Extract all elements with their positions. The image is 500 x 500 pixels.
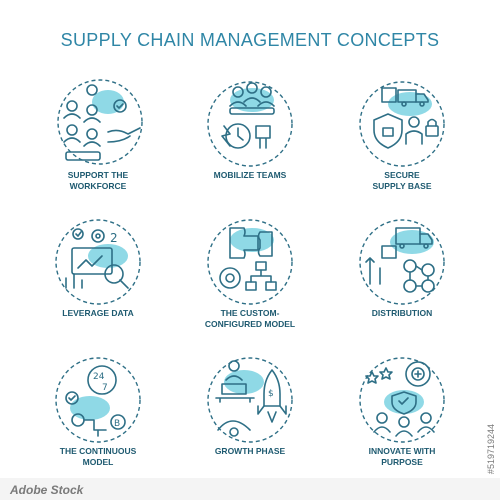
concept-secure-supply: SECURE SUPPLY BASE — [326, 70, 478, 208]
bitcoin-glyph: B — [114, 419, 120, 429]
concept-innovate-purpose: INNOVATE WITH PURPOSE — [326, 346, 478, 484]
page-title: SUPPLY CHAIN MANAGEMENT CONCEPTS — [60, 30, 440, 50]
secure-supply-icon — [359, 81, 445, 167]
concept-custom-model: THE CUSTOM- CONFIGURED MODEL — [174, 208, 326, 346]
concept-label: SUPPORT THE WORKFORCE — [67, 170, 129, 191]
workforce-support-icon — [57, 79, 143, 165]
distribution-icon — [359, 219, 445, 305]
concept-growth-phase: $ GROWTH PHASE — [174, 346, 326, 484]
continuous-model-icon: 24 7 B — [55, 357, 141, 443]
concept-label: THE CUSTOM- CONFIGURED MODEL — [204, 308, 296, 329]
dollar-glyph: $ — [268, 389, 274, 399]
concept-grid: SUPPORT THE WORKFORCE MOBILIZE TEAMS — [22, 70, 478, 484]
concept-support-workforce: SUPPORT THE WORKFORCE — [22, 70, 174, 208]
concept-leverage-data: 2 LEVERAGE DATA — [22, 208, 174, 346]
clock-24-glyph: 24 — [93, 372, 105, 382]
stock-watermark-bar: Adobe Stock — [0, 478, 500, 500]
concept-label: LEVERAGE DATA — [62, 308, 134, 318]
clock-7-glyph: 7 — [102, 383, 108, 393]
concept-label: INNOVATE WITH PURPOSE — [368, 446, 436, 467]
concept-continuous-model: 24 7 B THE CONTINUOUS MODEL — [22, 346, 174, 484]
mobilize-teams-icon — [207, 81, 293, 167]
stock-logo: Adobe Stock — [10, 483, 84, 497]
growth-phase-icon: $ — [207, 357, 293, 443]
concept-label: MOBILIZE TEAMS — [213, 170, 287, 180]
concept-label: GROWTH PHASE — [214, 446, 286, 456]
concept-label: SECURE SUPPLY BASE — [372, 170, 432, 191]
stock-image-id: #519719244 — [486, 423, 496, 474]
concept-mobilize-teams: MOBILIZE TEAMS — [174, 70, 326, 208]
number-2-glyph: 2 — [110, 231, 118, 245]
concept-label: DISTRIBUTION — [371, 308, 433, 318]
leverage-data-icon: 2 — [55, 219, 141, 305]
concept-label: THE CONTINUOUS MODEL — [59, 446, 137, 467]
custom-model-icon — [207, 219, 293, 305]
concept-distribution: DISTRIBUTION — [326, 208, 478, 346]
innovate-purpose-icon — [359, 357, 445, 443]
